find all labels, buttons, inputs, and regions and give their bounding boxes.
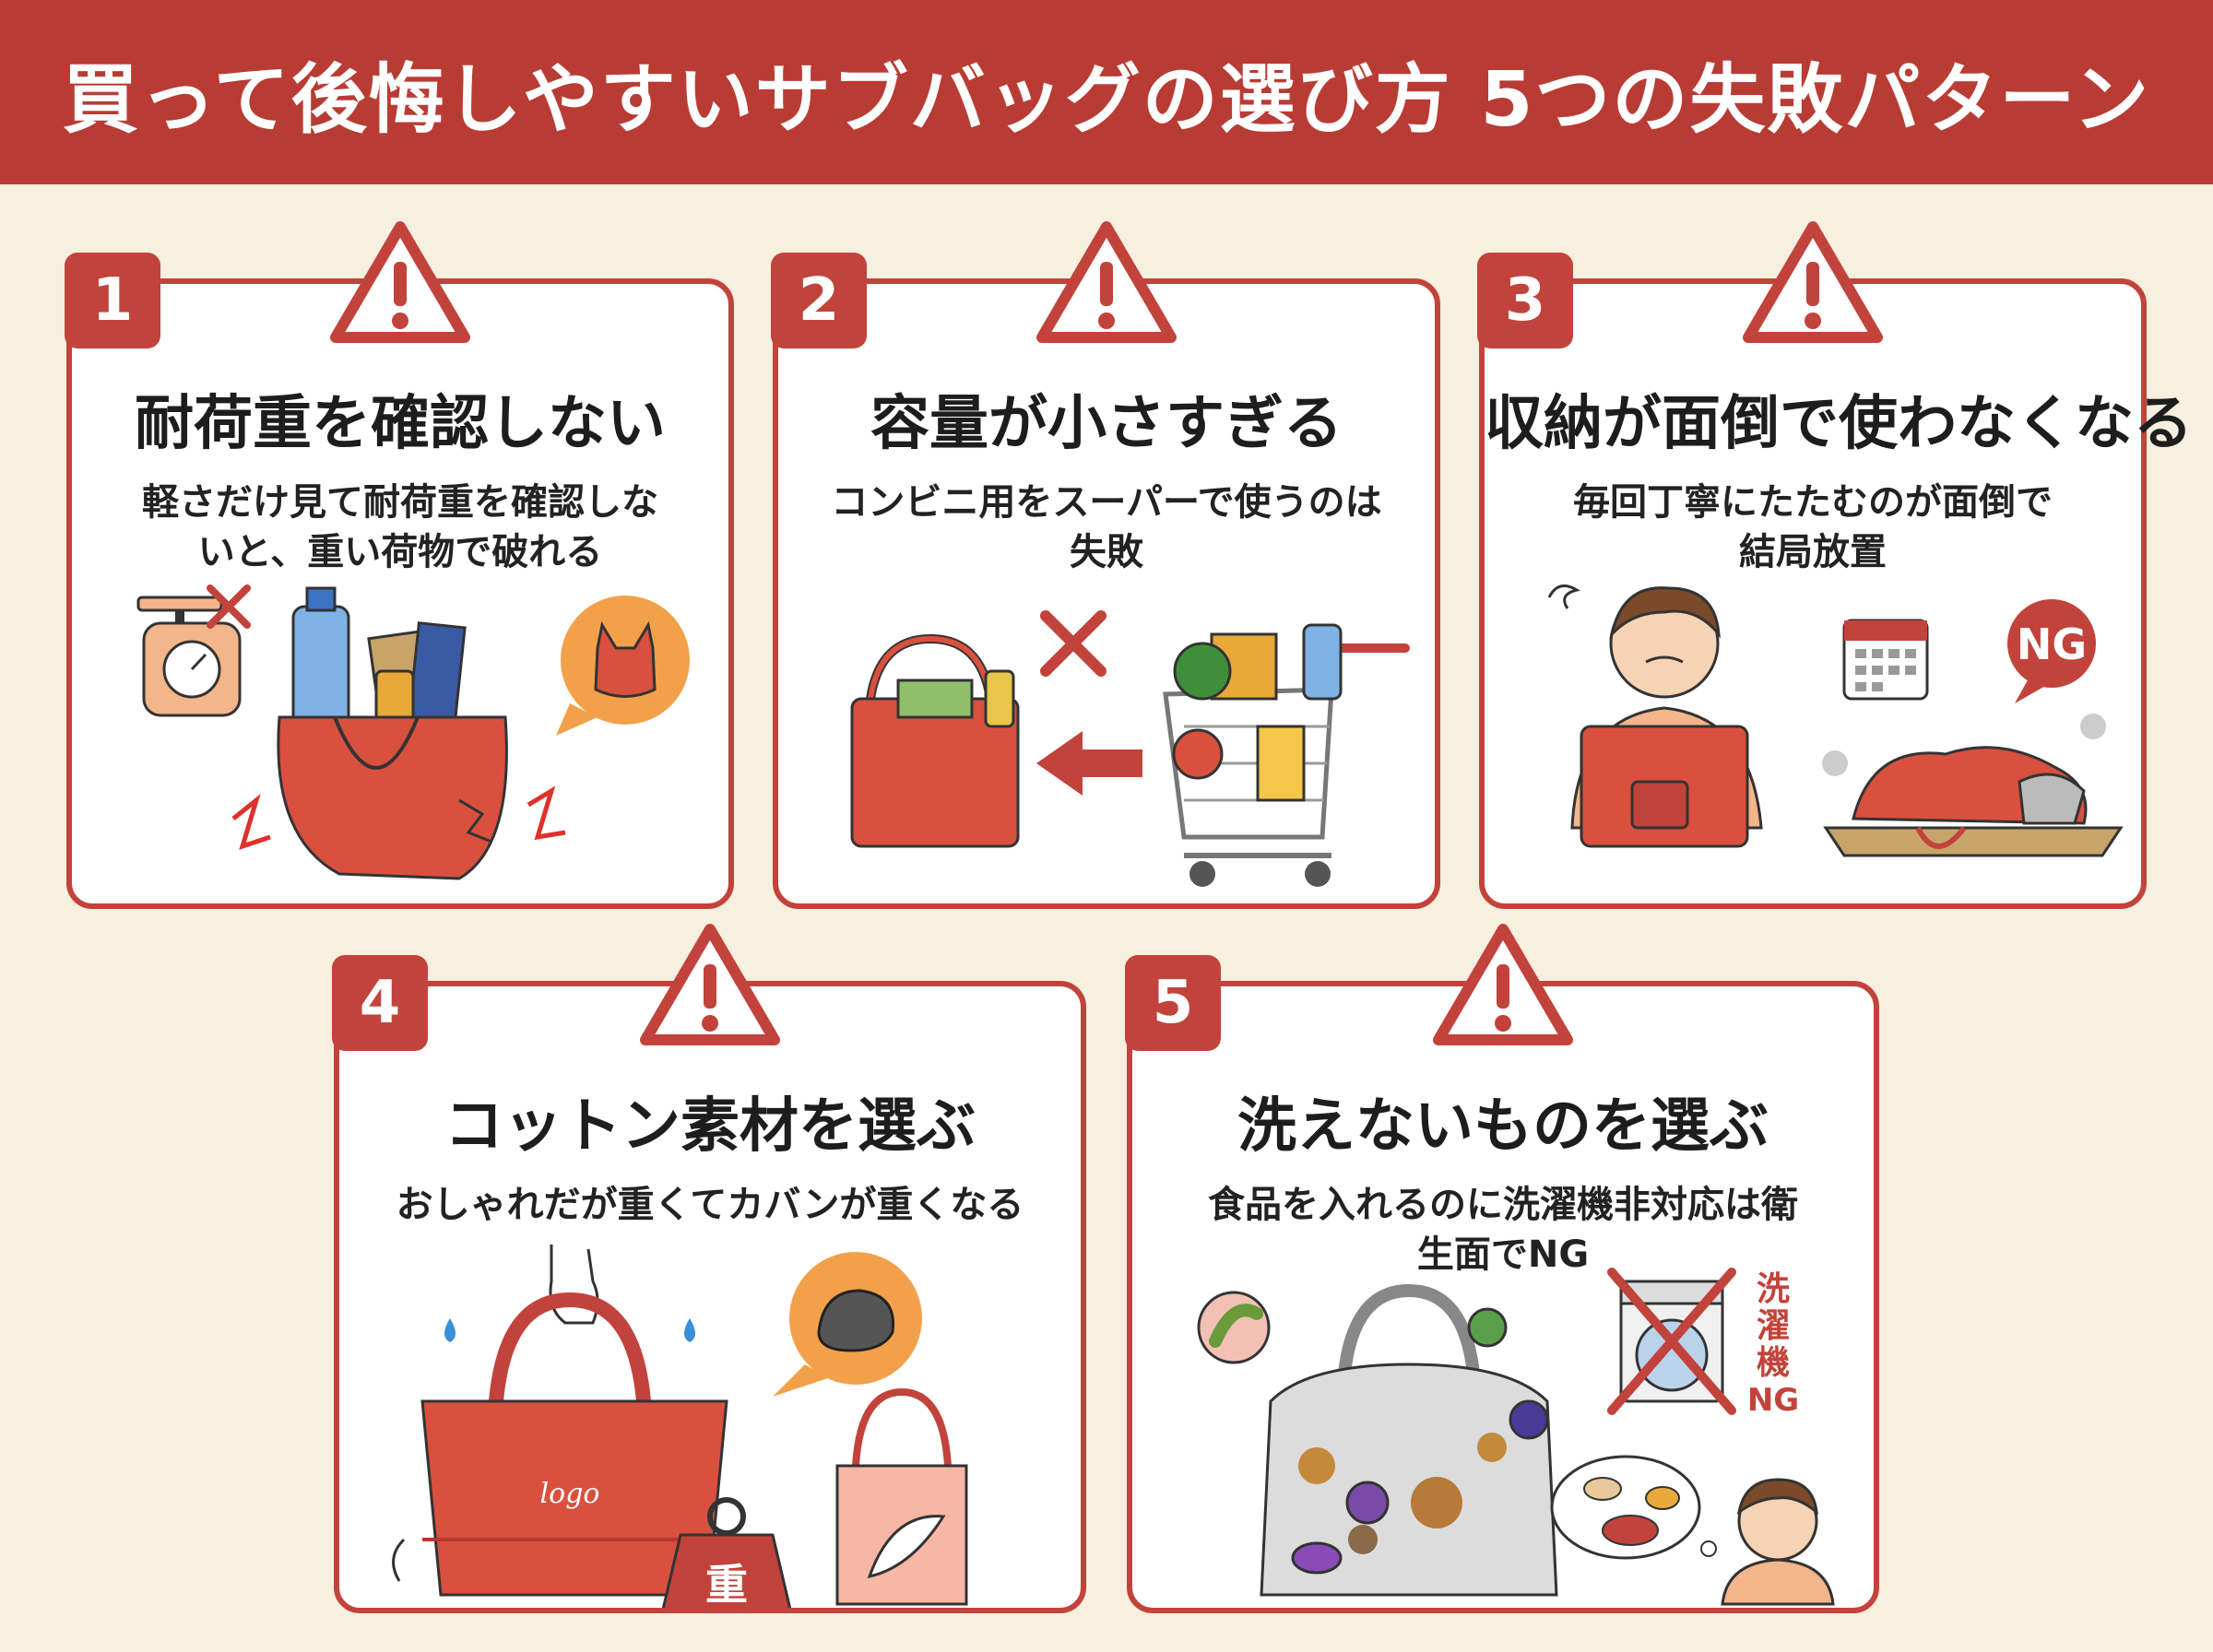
machine-label-3: 機 [1757,1344,1790,1382]
food-bubble-icon [1197,1291,1271,1364]
clothes-pile-icon [1822,714,2124,857]
machine-label-1: 洗 [1757,1270,1790,1308]
shopping-cart-icon [1163,623,1410,887]
person-icon [1721,1478,1835,1606]
dirty-bag-icon [1260,1283,1558,1597]
card-number: 5 [1125,955,1221,1051]
card-desc: 食品を入れるのに洗濯機非対応は衛生面でNG [1208,1184,1798,1276]
ng-badge-text: NG [2017,620,2087,669]
warning-icon [1036,221,1177,343]
weight-label: 重 [705,1560,748,1608]
warning-icon [1743,221,1883,343]
germ-icon [1291,1307,1549,1575]
washing-machine-icon [1607,1268,1736,1415]
machine-label-2: 濯 [1757,1307,1790,1345]
card-desc: コンビニ用をスーパーで使うのは失敗 [831,481,1382,573]
card-5-illustration: 洗 濯 機 NG [1197,1268,1835,1606]
card-desc: 毎回丁寧にたたむのが面倒で結局放置 [1573,481,2053,573]
card-number: 2 [771,253,867,348]
cotton-tote-icon: logo [392,1292,728,1597]
machine-ng-label: 洗 濯 機 NG [1747,1270,1799,1419]
person-icon [1547,584,1763,848]
header-banner: 買って後悔しやすいサブバッグの選び方 5つの失敗パターン [0,0,2213,184]
torn-bag-icon [231,586,566,880]
arrow-left-icon [1036,731,1142,796]
card-title: 容量が小さすぎる [870,390,1343,458]
ng-badge: NG [2007,599,2096,703]
machine-label-4: NG [1747,1382,1799,1419]
warning-icon [640,924,780,1045]
card-2: 2 容量が小さすぎる コンビニ用をスーパーで使うのは失敗 [771,221,1440,909]
page-title: 買って後悔しやすいサブバッグの選び方 5つの失敗パターン [62,55,2151,144]
bag-logo-text: logo [540,1478,600,1510]
card-4-illustration: logo 重 [392,1245,968,1608]
cross-icon [207,584,251,629]
warning-icon [1433,924,1573,1045]
card-1-illustration [136,584,690,880]
feather-icon [835,1387,968,1606]
scale-icon [136,596,242,717]
card-number: 1 [65,253,160,348]
cross-icon [1040,610,1106,677]
small-tote-icon [850,633,1020,848]
card-number: 4 [332,955,428,1051]
thought-food-icon [1550,1455,1717,1560]
plastic-bag-icon [556,596,690,736]
card-desc: おしゃれだが重くてカバンが重くなる [396,1184,1024,1226]
card-1: 1 耐荷重を確認しない 軽さだけ見て耐荷重を確認しないと、重い荷物で破れる [65,221,734,909]
card-title: 収納が面倒で使わなくなる [1485,390,2193,458]
card-4: 4 コットン素材を選ぶ おしゃれだが重くてカバンが重くなる logo 重 [332,924,1086,1613]
card-2-illustration [850,610,1410,887]
card-title: コットン素材を選ぶ [444,1092,976,1161]
card-title: 洗えないものを選ぶ [1237,1092,1769,1161]
card-3: 3 収納が面倒で使わなくなる 毎回丁寧にたたむのが面倒で結局放置 [1477,221,2193,909]
warning-icon [330,221,470,343]
weight-icon: 重 [661,1497,792,1608]
card-desc: 軽さだけ見て耐荷重を確認しないと、重い荷物で破れる [142,481,658,573]
card-5: 5 洗えないものを選ぶ 食品を入れるのに洗濯機非対応は衛生面でNG [1125,924,1879,1613]
rock-icon [773,1252,922,1397]
card-number: 3 [1477,253,1573,348]
card-title: 耐荷重を確認しない [135,390,666,458]
card-3-illustration: NG [1547,584,2124,857]
calendar-icon [1842,619,1929,701]
